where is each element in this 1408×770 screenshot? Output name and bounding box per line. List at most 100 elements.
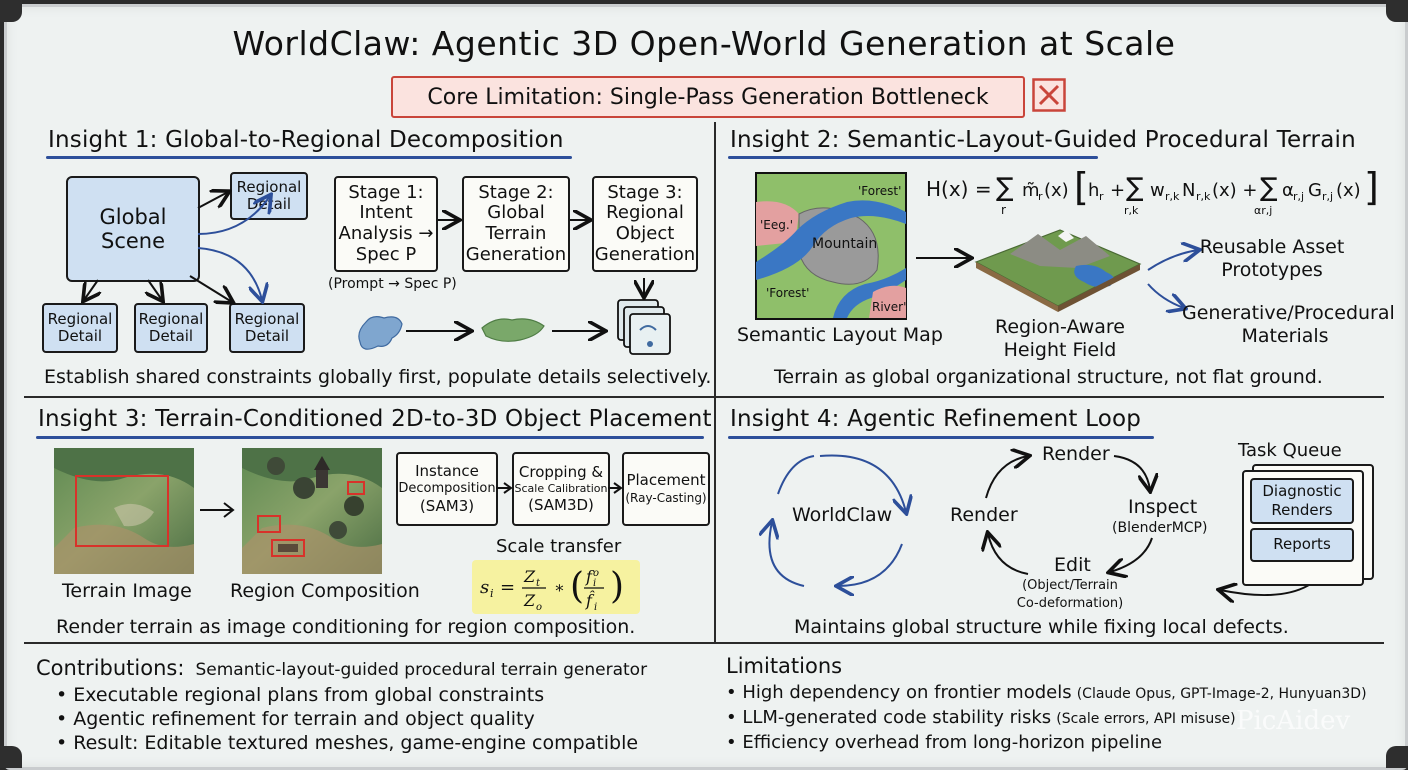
stage1-label: Stage 1: Intent Analysis → Spec P	[338, 181, 434, 265]
scale-transfer-label: Scale transfer	[496, 536, 622, 557]
terrain-image	[54, 448, 194, 574]
edit-sub-label-1: (Object/Terrain	[1022, 578, 1118, 593]
svg-text:N: N	[1182, 180, 1195, 201]
limitation-main: • Efficiency overhead from long-horizon …	[726, 732, 1163, 753]
diagnostic-line1: Diagnostic	[1262, 482, 1342, 501]
insight1-caption: Establish shared constraints globally fi…	[44, 366, 712, 388]
instance-line1: Instance	[415, 462, 479, 481]
svg-text:h: h	[1088, 180, 1099, 201]
map-label-mountain: Mountain	[812, 236, 878, 252]
regional-detail-box-1: Regional Detail	[42, 303, 118, 353]
svg-text:): )	[610, 566, 624, 607]
svg-text:H(x) =: H(x) =	[926, 177, 992, 201]
region-composition-image	[242, 448, 382, 574]
limitation-main: • High dependency on frontier models	[726, 682, 1072, 703]
insight4-title: Insight 4: Agentic Refinement Loop	[730, 406, 1142, 432]
cropping-line2: Scale Calibration	[514, 482, 608, 496]
insight3-underline	[36, 436, 704, 439]
contribution-item: • Result: Editable textured meshes, game…	[56, 732, 639, 754]
reusable-asset-text: Reusable Asset Prototypes	[1199, 236, 1345, 281]
reports-label: Reports	[1273, 535, 1331, 554]
regional-detail-label: Regional Detail	[234, 309, 300, 345]
svg-text:w: w	[1150, 180, 1165, 201]
insight1-underline	[46, 156, 572, 159]
reusable-asset-label: Reusable Asset Prototypes	[1192, 236, 1352, 282]
svg-text:∑: ∑	[996, 173, 1014, 203]
svg-text:s: s	[480, 577, 489, 598]
insight1-arrows	[0, 122, 671, 355]
svg-text:r,k: r,k	[1196, 190, 1211, 203]
semantic-layout-map-label: Semantic Layout Map	[737, 324, 943, 346]
height-field-text: Region-Aware Height Field	[995, 316, 1125, 361]
insight3-caption: Render terrain as image conditioning for…	[56, 616, 636, 638]
limitation-main: • LLM-generated code stability risks	[726, 707, 1052, 728]
core-limitation-text: Core Limitation: Single-Pass Generation …	[427, 84, 989, 110]
svg-text:∑: ∑	[1126, 173, 1144, 203]
close-icon	[1032, 78, 1066, 112]
svg-text:r,j: r,j	[1322, 190, 1333, 203]
diagnostic-renders-item: Diagnostic Renders	[1250, 478, 1354, 524]
instance-decomposition-box: Instance Decomposition (SAM3)	[396, 452, 498, 526]
svg-text:f: f	[585, 567, 595, 586]
corner-bracket-bl	[0, 746, 22, 768]
svg-text:αr,j: αr,j	[1254, 204, 1272, 217]
map-label-forest-top: 'Forest'	[858, 184, 902, 198]
height-field-label: Region-Aware Height Field	[990, 316, 1130, 362]
core-limitation-banner: Core Limitation: Single-Pass Generation …	[391, 76, 1025, 118]
svg-text:(x) +: (x) +	[1212, 180, 1258, 201]
contribution-item: • Executable regional plans from global …	[56, 684, 545, 706]
reports-item: Reports	[1250, 528, 1354, 562]
svg-text:r: r	[1099, 190, 1104, 203]
limitation-note: (Claude Opus, GPT-Image-2, Hunyuan3D)	[1076, 686, 1367, 702]
main-title: WorldClaw: Agentic 3D Open-World Generat…	[232, 24, 1176, 63]
svg-text:o: o	[593, 568, 599, 579]
svg-text:r,k: r,k	[1165, 190, 1180, 203]
contributions-first: Semantic-layout-guided procedural terrai…	[195, 660, 648, 680]
insight3-pipeline-arrows	[496, 482, 623, 494]
prompt-spec-label: (Prompt → Spec P)	[328, 276, 457, 292]
corner-bracket-tr	[1386, 0, 1408, 22]
map-label-eeg: 'Eeg.'	[760, 218, 793, 232]
placement-line1: Placement	[626, 471, 706, 490]
edit-label: Edit	[1054, 554, 1091, 576]
task-queue-label: Task Queue	[1238, 440, 1342, 461]
limitation-note: (Scale errors, API misuse)	[1056, 711, 1236, 727]
svg-text:∑: ∑	[1260, 173, 1278, 203]
stage2-box: Stage 2: Global Terrain Generation	[462, 176, 570, 272]
contributions-heading: Contributions:	[36, 656, 185, 680]
semantic-layout-map	[755, 172, 907, 320]
svg-text:r: r	[1038, 190, 1043, 203]
svg-text:o: o	[536, 602, 542, 613]
svg-text:(x): (x)	[1336, 180, 1361, 201]
map-label-river: River'	[872, 300, 907, 314]
inspect-label: Inspect	[1128, 496, 1198, 518]
placement-line2: (Ray-Casting)	[625, 490, 707, 505]
cropping-line3: (SAM3D)	[528, 495, 594, 514]
regional-detail-box-2: Regional Detail	[134, 303, 208, 353]
worldclaw-label: WorldClaw	[792, 504, 893, 526]
corner-bracket-br	[1386, 746, 1408, 768]
svg-text:m̃: m̃	[1022, 180, 1040, 201]
map-label-forest-bottom: 'Forest'	[766, 286, 810, 300]
limitation-item: • LLM-generated code stability risks (Sc…	[726, 707, 1236, 728]
diagnostic-line2: Renders	[1271, 501, 1333, 519]
svg-text:f̂: f̂	[585, 591, 595, 610]
render-left-label: Render	[950, 504, 1018, 526]
global-scene-box: Global Scene	[66, 176, 200, 282]
insight1-title: Insight 1: Global-to-Regional Decomposit…	[48, 127, 564, 153]
watermark: PicAidev	[1236, 706, 1351, 736]
svg-text:]: ]	[1364, 165, 1379, 209]
regional-detail-label: Regional Detail	[138, 309, 204, 345]
placement-box: Placement (Ray-Casting)	[622, 452, 710, 526]
stage1-box: Stage 1: Intent Analysis → Spec P	[334, 176, 438, 272]
materials-text: Generative/Procedural Materials	[1182, 302, 1395, 347]
divider-horizontal-bottom	[24, 642, 1384, 644]
limitation-item: • High dependency on frontier models (Cl…	[726, 682, 1367, 703]
svg-text:[: [	[1074, 165, 1089, 209]
insight4-underline	[728, 436, 1154, 439]
svg-text:∗: ∗	[554, 578, 565, 597]
global-scene-line1: Global	[99, 204, 167, 229]
